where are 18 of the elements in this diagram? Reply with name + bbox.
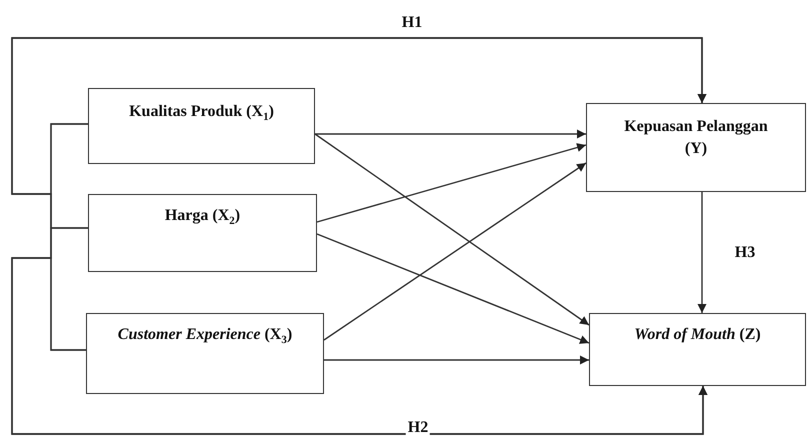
variable-box — [88, 194, 317, 272]
variable-box — [589, 313, 806, 386]
variable-box — [586, 103, 806, 192]
edge-label: H2 — [406, 420, 430, 436]
arrow — [316, 233, 590, 344]
arrow — [314, 133, 590, 326]
variable-label: Word of Mouth (Z) — [634, 325, 761, 345]
variable-label: Kepuasan Pelanggan (Y) — [623, 117, 769, 159]
arrow — [316, 143, 586, 223]
arrow — [315, 130, 586, 138]
variable-label: Customer Experience (X$_{3}$) — [118, 325, 292, 348]
variable-box — [88, 88, 315, 164]
variable-label: Kualitas Produk (X$_{1}$) — [129, 102, 274, 126]
arrow — [698, 192, 706, 313]
arrow — [324, 356, 589, 364]
variable-label: Harga (X$_{2}$) — [164, 206, 240, 230]
variable-box — [86, 313, 324, 394]
arrow — [324, 162, 586, 341]
